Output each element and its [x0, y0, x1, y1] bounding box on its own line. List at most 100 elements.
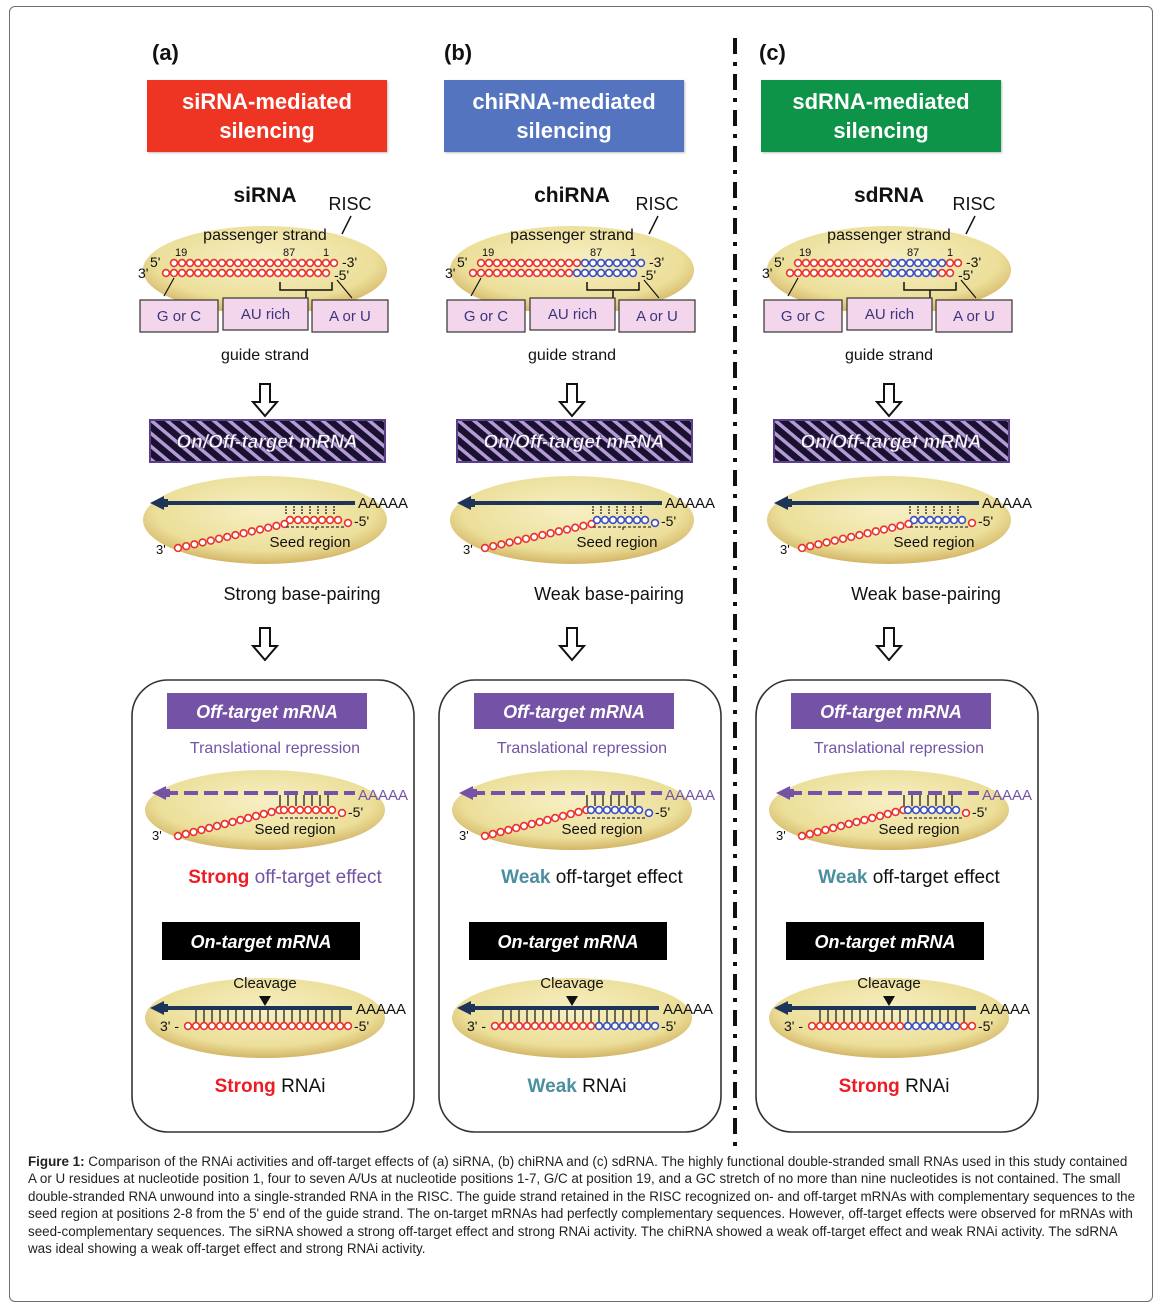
- offtarget-polya-label: AAAAA: [358, 787, 408, 804]
- risc-complex: [767, 226, 1011, 314]
- guide-bead: [865, 268, 875, 278]
- guide-bead: [849, 268, 859, 278]
- risc-label: RISC: [952, 194, 995, 214]
- passenger-bead: [849, 258, 859, 268]
- guide-bead: [181, 829, 190, 839]
- guide-bead: [888, 523, 897, 532]
- on-off-target-banner: [149, 419, 386, 463]
- guide-bead: [814, 540, 823, 549]
- guide-bead: [272, 521, 281, 531]
- passenger-bead: [580, 258, 590, 268]
- guide-bead: [263, 1021, 273, 1031]
- guide-bead: [287, 1021, 297, 1031]
- offtarget-5prime-label: -5': [972, 804, 987, 820]
- on-off-target-banner-label: On/Off-target mRNA: [483, 432, 664, 453]
- seed-bead: [632, 515, 642, 525]
- ontarget-3prime-label: 3' -: [160, 1018, 179, 1034]
- guide-bead: [546, 1021, 556, 1031]
- position-87-label: 87: [283, 247, 295, 259]
- guide-bead: [905, 268, 915, 278]
- guide-bead: [579, 521, 588, 531]
- passenger-bead: [556, 258, 566, 268]
- guide-bead: [797, 831, 807, 841]
- guide-strand-ontarget: [807, 1021, 977, 1031]
- offtarget-3prime-label: 3': [152, 828, 162, 843]
- passenger-bead: [564, 258, 574, 268]
- translational-repression-label: Translational repression: [190, 740, 360, 757]
- guide-bead: [198, 538, 207, 547]
- seed-bead: [935, 805, 945, 815]
- guide-bead: [177, 268, 187, 278]
- risc-label: RISC: [635, 194, 678, 214]
- guide-strand-ontarget: [183, 1021, 353, 1031]
- polya-tail-label: AAAAA: [665, 495, 715, 512]
- guide-bead: [521, 534, 531, 543]
- guide-3prime-label: 3': [762, 265, 772, 281]
- figure-frame: [9, 6, 1153, 1302]
- guide-5prime-bead: [644, 808, 654, 818]
- passenger-bead: [321, 258, 331, 268]
- guide-bead: [173, 543, 183, 553]
- risc-pointer: [648, 215, 659, 235]
- on-off-target-banner: [456, 419, 693, 463]
- seed-bead: [285, 515, 295, 525]
- seed-bead: [917, 515, 927, 525]
- guide-bead: [305, 268, 315, 278]
- guide-strand: [785, 268, 955, 278]
- ontarget-5prime-label: -5': [978, 1018, 993, 1034]
- feature-box-g-or-c-label: G or C: [464, 308, 508, 325]
- seed-bead: [600, 515, 610, 525]
- feature-box-a-or-u: [935, 299, 1013, 333]
- guide-bead: [204, 823, 214, 833]
- guide-bead: [959, 1021, 969, 1031]
- guide-bead: [610, 1021, 620, 1031]
- offtarget-effect-text: off-target effect: [867, 867, 1000, 888]
- ontarget-mrna-arrowhead-icon: [774, 1001, 792, 1015]
- offtarget-3prime-label: 3': [459, 828, 469, 843]
- figure-caption: Figure 1: Comparison of the RNAi activit…: [28, 1153, 1138, 1257]
- guide-bead: [838, 534, 848, 543]
- down-arrow-icon: [250, 627, 280, 662]
- seed-bead: [317, 515, 327, 525]
- base-pairing-label: Strong base-pairing: [223, 584, 380, 604]
- guide-bead: [588, 268, 598, 278]
- ontarget-3prime-label: 3' -: [784, 1018, 803, 1034]
- guide-bead: [181, 541, 191, 551]
- guide-bead: [594, 1021, 604, 1031]
- passenger-5prime-label: 5': [774, 254, 784, 270]
- offtarget-effect-text: off-target effect: [249, 867, 382, 888]
- ontarget-5prime-label: -5': [354, 1018, 369, 1034]
- passenger-bead: [833, 258, 843, 268]
- guide-bead: [239, 1021, 249, 1031]
- guide-bead: [833, 268, 843, 278]
- seed-region-label: Seed region: [577, 534, 658, 551]
- passenger-bead: [897, 258, 907, 268]
- guide-bead: [183, 1021, 193, 1031]
- guide-bead: [937, 268, 947, 278]
- rnai-text: RNAi: [276, 1076, 326, 1097]
- base-pairing-label: Weak base-pairing: [851, 584, 1001, 604]
- passenger-bead: [596, 258, 606, 268]
- guide-5prime-bead: [650, 518, 660, 528]
- guide-bead: [927, 1021, 937, 1031]
- passenger-bead: [257, 258, 267, 268]
- guide-strand-seed: [797, 515, 977, 553]
- au-rich-bracket: [586, 282, 640, 298]
- guide-5prime-bead: [337, 808, 347, 818]
- guide-bead: [540, 268, 550, 278]
- offtarget-mrna-arrowhead-icon: [776, 786, 794, 800]
- guide-bead: [809, 268, 819, 278]
- sirna-title-box: siRNA-mediated silencing: [147, 80, 387, 152]
- seed-bead: [903, 805, 913, 815]
- guide-bead: [519, 821, 529, 831]
- guide-bead: [602, 1021, 612, 1031]
- feature-box-g-or-c: [763, 299, 843, 333]
- offtarget-banner: [791, 693, 991, 729]
- passenger-strand-label: passenger strand: [510, 227, 634, 244]
- seed-region-label: Seed region: [879, 821, 960, 838]
- seed-3prime-label: 3': [463, 542, 473, 557]
- passenger-bead: [540, 258, 550, 268]
- guide-bead: [612, 268, 622, 278]
- guide-bead: [825, 268, 835, 278]
- guide-bead: [556, 268, 566, 278]
